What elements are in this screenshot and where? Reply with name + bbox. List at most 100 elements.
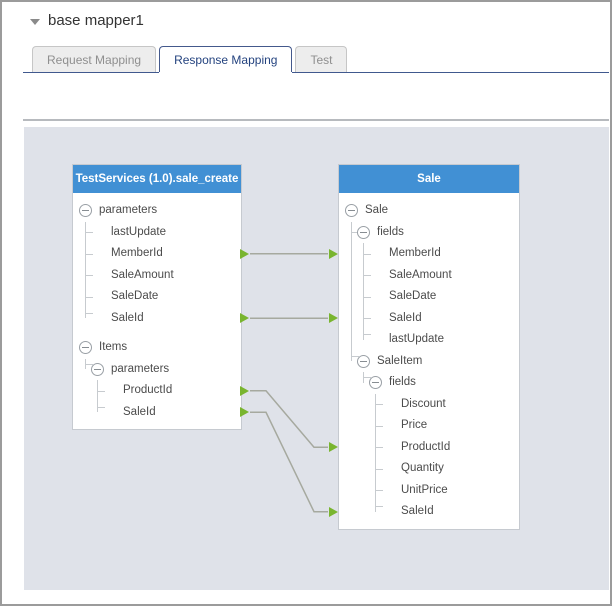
mapping-port-arrow-icon[interactable] — [329, 248, 338, 259]
collapse-toggle-icon[interactable] — [79, 204, 92, 218]
tree-node-label: SaleId — [389, 311, 422, 324]
mapping-port-arrow-icon[interactable] — [329, 506, 338, 517]
tab-response-mapping[interactable]: Response Mapping — [159, 46, 293, 72]
tree-node-label: SaleId — [111, 311, 144, 324]
tree-node-label: SaleAmount — [111, 268, 174, 281]
tree-elbow-line — [85, 221, 94, 243]
tree-row[interactable]: Items — [73, 337, 241, 359]
mapping-port-arrow-icon[interactable] — [240, 407, 249, 418]
tab-test[interactable]: Test — [295, 46, 348, 72]
tree-elbow-line — [351, 350, 360, 362]
mapping-connection-line[interactable] — [250, 411, 328, 513]
tree-row[interactable]: SaleId — [329, 501, 519, 523]
tree-elbow-line — [375, 479, 384, 501]
tree-row[interactable]: SaleId — [73, 307, 249, 330]
tree-row[interactable]: Quantity — [339, 458, 519, 480]
tree-row[interactable]: MemberId — [329, 243, 519, 265]
mapping-connection-line[interactable] — [250, 390, 328, 448]
tree-row[interactable]: parameters — [73, 200, 241, 222]
tree-row[interactable]: SaleItem — [339, 350, 519, 373]
tree-row[interactable]: lastUpdate — [73, 221, 241, 243]
titlebar: base mapper1 — [2, 12, 610, 36]
tree-row[interactable]: SaleDate — [73, 286, 241, 308]
tree-row[interactable]: Discount — [339, 393, 519, 415]
mapping-port-arrow-icon[interactable] — [329, 313, 338, 324]
tree-row[interactable]: SaleAmount — [73, 264, 241, 286]
mapping-port-arrow-icon[interactable] — [329, 442, 338, 453]
tree-row[interactable]: parameters — [73, 358, 241, 381]
tree-elbow-line — [375, 458, 384, 480]
tree-row[interactable]: SaleDate — [339, 286, 519, 308]
tree-elbow-line — [363, 307, 372, 329]
collapse-toggle-icon[interactable] — [369, 376, 382, 390]
tree-elbow-line — [97, 401, 106, 413]
collapse-toggle-icon[interactable] — [91, 362, 104, 376]
tab-bar: Request Mapping Response Mapping Test — [23, 46, 609, 73]
tree-node-label: SaleAmount — [389, 268, 452, 281]
tree-elbow-line — [363, 372, 372, 383]
tree-row[interactable]: SaleId — [329, 307, 519, 329]
tree-node-label: MemberId — [111, 247, 163, 259]
tree-row[interactable]: MemberId — [73, 243, 249, 265]
collapse-arrow-icon[interactable] — [30, 19, 40, 25]
tab-request-mapping[interactable]: Request Mapping — [32, 46, 157, 72]
tree-guide-line — [351, 286, 360, 308]
page-title: base mapper1 — [48, 12, 144, 29]
mapping-port-arrow-icon[interactable] — [240, 385, 249, 396]
collapse-toggle-icon[interactable] — [79, 341, 92, 355]
collapse-toggle-icon[interactable] — [357, 354, 370, 368]
mapping-port-arrow-icon[interactable] — [240, 248, 249, 259]
tree-node-label: SaleDate — [111, 290, 159, 302]
mapping-canvas: TestServices (1.0).sale_create parameter… — [24, 127, 609, 590]
tree-node-label: lastUpdate — [389, 333, 444, 345]
source-panel: TestServices (1.0).sale_create parameter… — [72, 164, 249, 430]
tree-guide-line — [351, 307, 360, 329]
tree-row[interactable]: SaleId — [73, 401, 249, 424]
tree-row[interactable]: ProductId — [329, 436, 519, 458]
tree-node-label: UnitPrice — [401, 483, 448, 496]
mapping-port-arrow-icon[interactable] — [240, 313, 249, 324]
tree-elbow-line — [363, 264, 372, 286]
tree-row[interactable]: SaleAmount — [339, 264, 519, 286]
tree-elbow-line — [375, 393, 384, 415]
tree-row[interactable]: lastUpdate — [339, 329, 519, 351]
tree-elbow-line — [85, 264, 94, 286]
collapse-toggle-icon[interactable] — [345, 204, 358, 218]
tree-row[interactable]: Price — [339, 415, 519, 437]
tree-node-label: Items — [99, 341, 128, 353]
tree-row[interactable]: UnitPrice — [339, 479, 519, 501]
source-panel-header: TestServices (1.0).sale_create — [73, 165, 241, 193]
tree-elbow-line — [375, 415, 384, 437]
tree-elbow-line — [363, 329, 372, 340]
tree-node-label: fields — [377, 225, 404, 238]
tree-elbow-line — [375, 501, 384, 512]
tree-elbow-line — [85, 286, 94, 308]
tree-node-label: fields — [389, 376, 416, 388]
tree-elbow-line — [97, 380, 106, 402]
tree-elbow-line — [363, 286, 372, 308]
tree-row[interactable]: fields — [339, 221, 519, 243]
tree-node-label: SaleItem — [377, 354, 423, 367]
tree-guide-line — [351, 264, 360, 286]
tree-node-label: parameters — [99, 204, 158, 216]
tree-elbow-line — [85, 243, 94, 265]
tree-node-label: Discount — [401, 397, 446, 410]
target-panel-header: Sale — [339, 165, 519, 193]
tree-elbow-line — [351, 221, 360, 243]
tree-row[interactable]: fields — [339, 372, 519, 394]
tree-row[interactable]: ProductId — [73, 380, 249, 402]
tree-node-label: lastUpdate — [111, 225, 166, 238]
tree-elbow-line — [85, 358, 94, 370]
tree-node-label: Quantity — [401, 462, 444, 474]
collapse-toggle-icon[interactable] — [357, 225, 370, 239]
tree-node-label: SaleDate — [389, 290, 437, 302]
tree-elbow-line — [363, 243, 372, 265]
tree-row[interactable]: Sale — [339, 200, 519, 222]
tree-guide-line — [351, 329, 360, 351]
